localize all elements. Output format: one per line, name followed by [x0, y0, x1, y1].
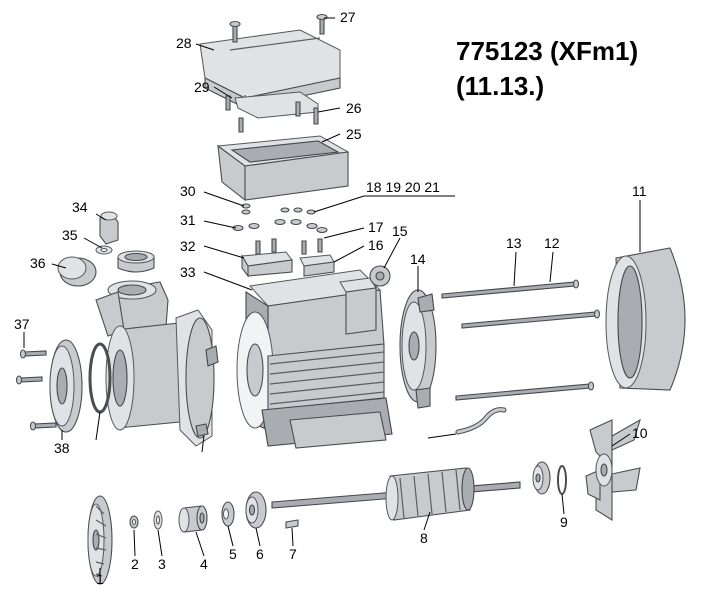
drain-plug — [99, 211, 119, 245]
callout-7: 7 — [289, 546, 297, 562]
callout-25: 28 — [176, 35, 192, 51]
terminal-block — [241, 251, 335, 278]
callout-33: 36 — [30, 255, 46, 271]
cable-gland — [369, 265, 391, 287]
impeller-nut — [129, 515, 139, 529]
plug-washer — [95, 245, 113, 255]
pump-casing — [95, 280, 219, 447]
callout-3: 3 — [158, 556, 166, 572]
callout-28: 31 — [180, 212, 196, 228]
callout-11: 11 — [632, 183, 647, 199]
front-bearing — [245, 491, 267, 529]
lid-gasket — [225, 91, 319, 133]
rotor-shaft — [271, 467, 521, 521]
callout-32: 35 — [62, 227, 78, 243]
callout-15: 15 — [392, 223, 408, 239]
callout-35: 38 — [54, 440, 70, 456]
callout-2: 2 — [131, 556, 139, 572]
rear-bearing — [532, 461, 551, 495]
callout-8: 8 — [420, 530, 428, 546]
callout-22: 25 — [346, 126, 362, 142]
pump-front-cover — [49, 339, 83, 433]
wave-washer — [557, 465, 567, 495]
callout-31: 34 — [72, 199, 88, 215]
spacer-washer — [153, 510, 163, 530]
callout-18-21: 18 19 20 21 — [366, 179, 440, 195]
lid-screw — [229, 13, 328, 43]
seal-ring — [221, 501, 235, 527]
callout-24: 27 — [340, 9, 356, 25]
callout-14: 14 — [410, 251, 426, 267]
leader-lines — [23, 17, 641, 584]
cover-bolts — [15, 349, 57, 431]
fan-cover — [605, 247, 686, 391]
terminal-box-base — [216, 135, 350, 202]
callout-4: 4 — [200, 556, 208, 572]
terminal-hardware — [232, 203, 328, 255]
capacitor-cable — [455, 407, 507, 435]
callout-34: 37 — [14, 316, 30, 332]
cooling-fan — [585, 418, 641, 521]
rear-end-shield — [399, 289, 437, 409]
motor-stator-housing — [236, 269, 393, 449]
inlet-cap — [57, 250, 155, 287]
callout-27: 30 — [180, 183, 196, 199]
callout-30: 33 — [180, 264, 196, 280]
diagram-title-revision: (11.13.) — [456, 71, 545, 101]
callout-12: 12 — [544, 235, 560, 251]
diagram-title-model: 775123 (XFm1) — [456, 36, 639, 66]
callout-5: 5 — [229, 546, 237, 562]
callout-29: 32 — [180, 238, 196, 254]
callout-9: 9 — [560, 514, 568, 530]
callout-17: 17 — [368, 219, 384, 235]
mechanical-seal — [178, 505, 208, 533]
callout-16: 16 — [368, 237, 384, 253]
callout-1: 1 — [96, 571, 104, 587]
callout-labels: 27 28 29 26 25 30 18 19 20 21 31 17 15 1… — [14, 9, 648, 587]
callout-10: 10 — [632, 425, 648, 441]
callout-26: 29 — [194, 79, 210, 95]
callout-6: 6 — [256, 546, 264, 562]
callout-23: 26 — [346, 100, 362, 116]
shaft-key — [285, 519, 299, 529]
tie-rods — [441, 279, 601, 401]
callout-13: 13 — [506, 235, 522, 251]
